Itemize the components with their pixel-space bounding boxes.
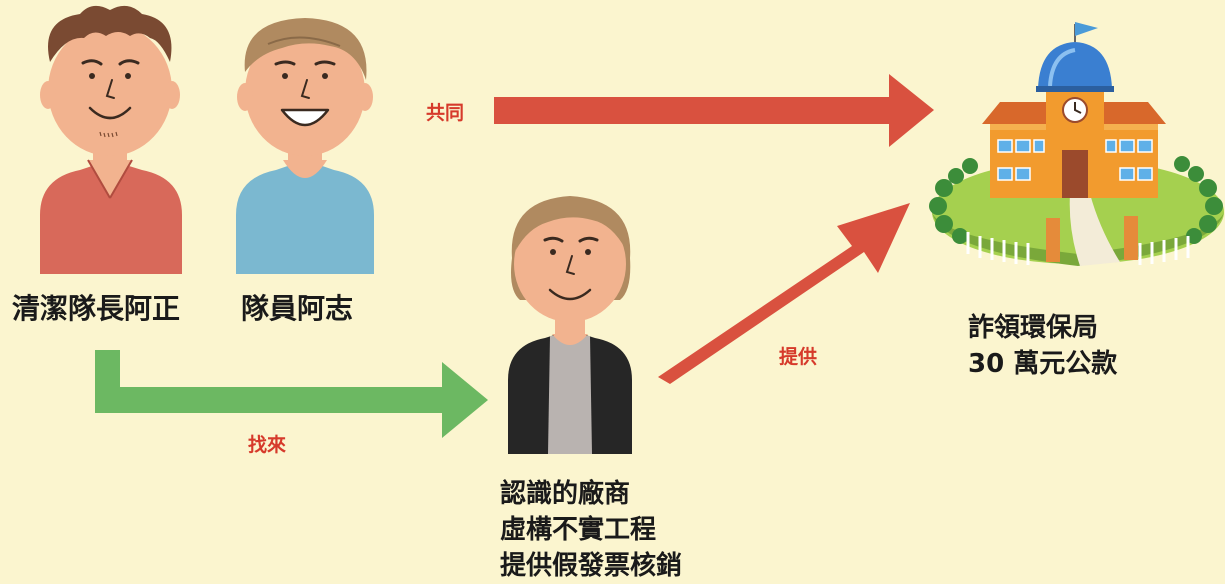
leader-label: 清潔隊長阿正 — [12, 292, 181, 325]
member-label: 隊員阿志 — [241, 292, 354, 325]
vendor-label: 認識的廠商 虛構不實工程 提供假發票核銷 — [500, 476, 682, 584]
target-label-line: 詐領環保局 — [968, 313, 1099, 343]
arrow-recruit-label: 找來 — [248, 434, 287, 456]
target-label: 詐領環保局 30 萬元公款 — [968, 310, 1117, 382]
vendor-label-line: 虛構不實工程 — [500, 515, 657, 545]
vendor-figure — [508, 196, 632, 454]
leader-figure — [40, 5, 182, 274]
vendor-label-line: 認識的廠商 — [500, 479, 631, 509]
arrow-together-label: 共同 — [426, 102, 465, 124]
arrow-provide — [658, 203, 910, 384]
member-figure — [236, 18, 374, 274]
arrow-provide-label: 提供 — [779, 346, 818, 368]
school-building-illustration — [929, 22, 1224, 266]
target-label-line: 30 萬元公款 — [968, 349, 1118, 379]
arrow-together — [494, 74, 934, 147]
vendor-label-line: 提供假發票核銷 — [500, 551, 683, 581]
arrow-recruit — [95, 350, 488, 438]
